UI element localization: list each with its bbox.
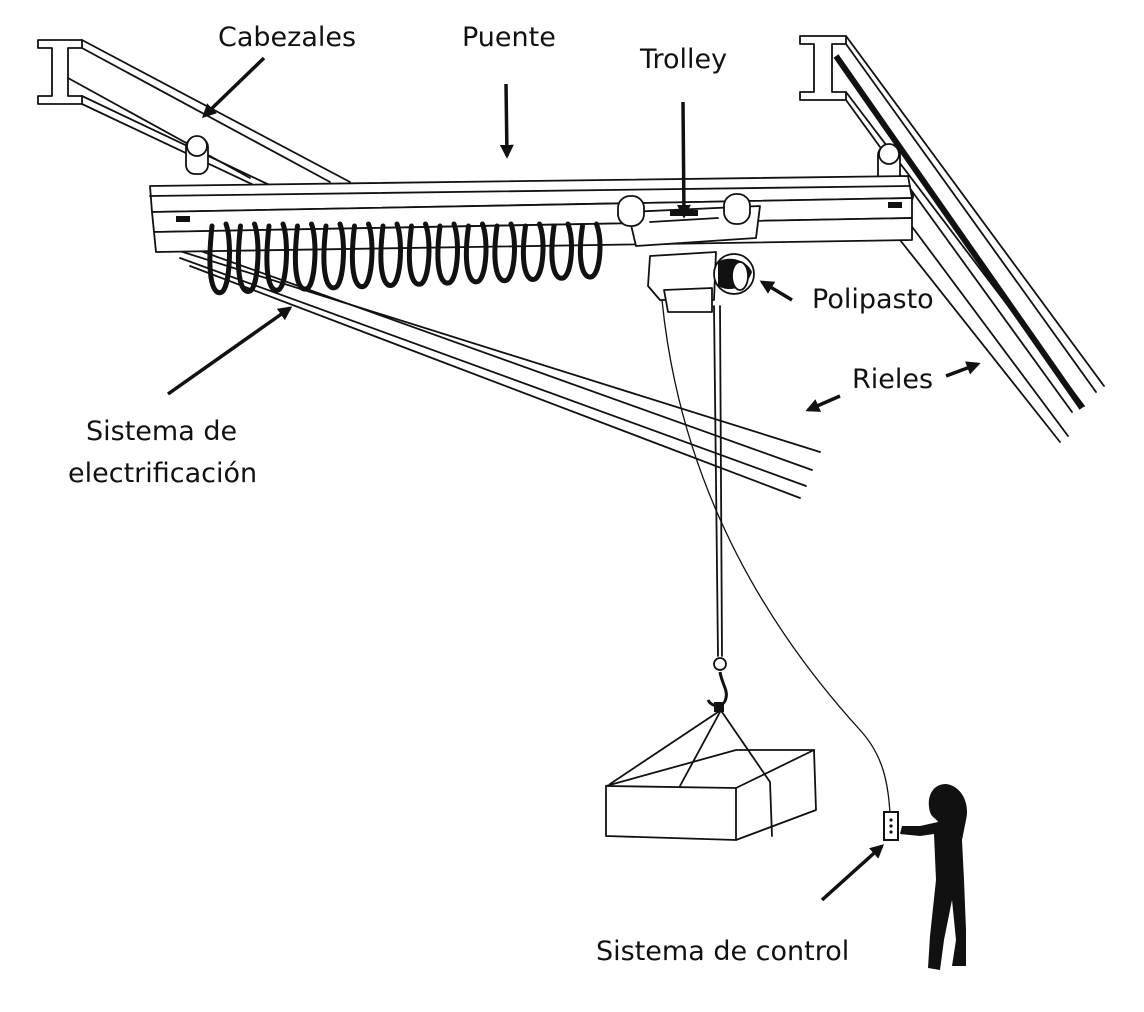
label-puente: Puente: [462, 22, 556, 53]
load-box: [605, 711, 817, 841]
ropes: [661, 299, 891, 815]
left-rail: [37, 39, 821, 499]
label-arrows: [166, 56, 981, 902]
label-polipasto: Polipasto: [812, 284, 934, 315]
label-sistema-de-control: Sistema de control: [596, 936, 850, 967]
bridge-girder: [149, 175, 913, 253]
electrification-coils: [207, 221, 603, 296]
label-trolley: Trolley: [640, 44, 728, 75]
label-electrificacion-line1: Sistema de: [86, 416, 238, 447]
hook: [706, 657, 728, 712]
label-electrificacion-line2: electrificación: [68, 458, 258, 489]
label-cabezales: Cabezales: [218, 22, 357, 53]
operator: [883, 784, 968, 970]
hoist: [647, 251, 755, 313]
label-rieles: Rieles: [852, 364, 934, 395]
coil-path: [207, 221, 603, 296]
